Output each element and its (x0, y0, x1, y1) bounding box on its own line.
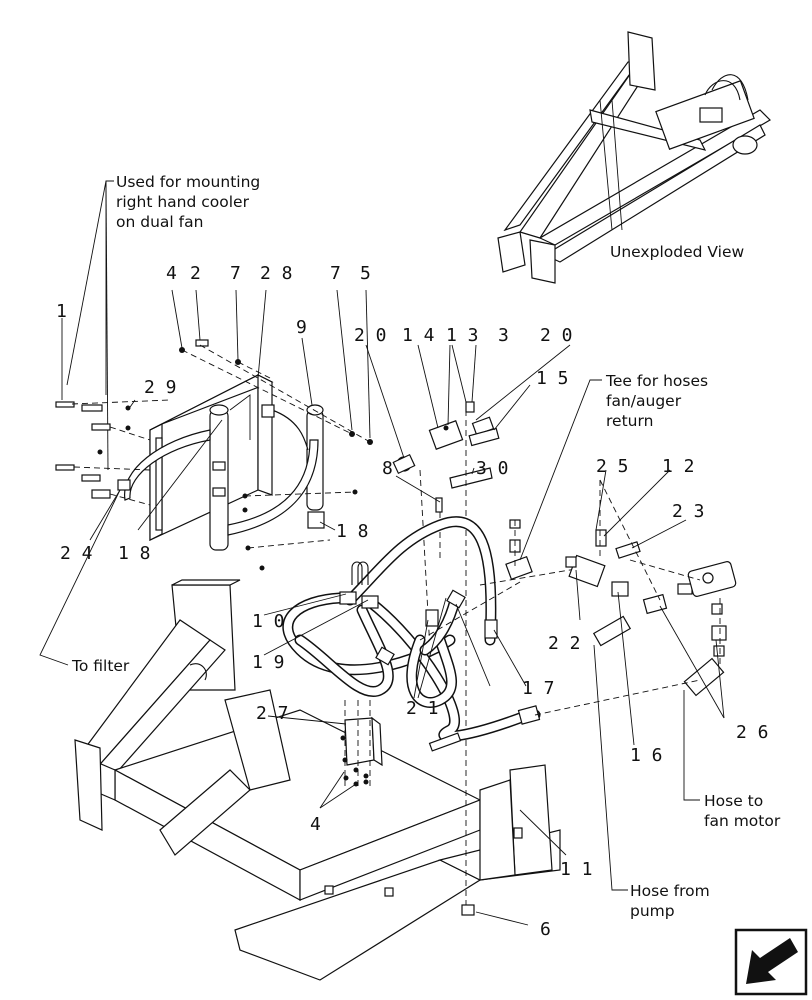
callout-3: 3 (498, 325, 509, 346)
callout-7-top: 7 (230, 263, 241, 284)
filter-note: To filter (71, 657, 130, 675)
fan-motor-note-line-1: Hose to (704, 792, 763, 810)
callout-13: 1 3 (446, 325, 479, 346)
right-fittings (534, 479, 737, 716)
cooler-fasteners (55, 339, 373, 571)
pump-note-line-1: Hose from (630, 882, 710, 900)
callout-10: 1 0 (252, 611, 285, 632)
mounting-note-line-1: Used for mounting (116, 173, 260, 191)
mounting-note: Used for mounting right hand cooler on d… (116, 173, 265, 231)
tee-note-line-2: fan/auger (606, 392, 682, 410)
callout-20-right: 2 0 (540, 325, 573, 346)
callout-15: 1 5 (536, 368, 569, 389)
callout-4-top: 4 (166, 263, 177, 284)
callout-6: 6 (540, 919, 551, 940)
callout-5: 5 (360, 263, 371, 284)
callout-11: 1 1 (560, 859, 593, 880)
callout-16: 1 6 (630, 745, 663, 766)
tee-note-line-3: return (606, 412, 653, 430)
mounting-note-line-3: on dual fan (116, 213, 203, 231)
oil-cooler (117, 374, 325, 551)
callout-30: 3 0 (476, 458, 509, 479)
fan-motor-note-line-2: fan motor (704, 812, 781, 830)
callout-18-right: 1 8 (336, 521, 369, 542)
leader-lines (61, 289, 725, 926)
tee-note: Tee for hoses fan/auger return (605, 372, 713, 430)
callout-24: 2 4 (60, 543, 93, 564)
pump-note-line-2: pump (630, 902, 675, 920)
mounting-note-line-2: right hand cooler (116, 193, 250, 211)
callout-29: 2 9 (144, 377, 177, 398)
callout-21: 2 1 (406, 698, 439, 719)
callout-22: 2 2 (548, 633, 581, 654)
callout-23: 2 3 (672, 501, 705, 522)
pump-note: Hose from pump (630, 882, 715, 920)
callout-27: 2 7 (256, 703, 289, 724)
arrow-left-down-icon[interactable] (734, 928, 808, 996)
callout-labels: 1 4 2 7 2 8 7 5 9 2 9 2 4 1 8 1 8 2 0 1 … (56, 263, 769, 940)
callout-20-left: 2 0 (354, 325, 387, 346)
callout-28: 2 8 (260, 263, 293, 284)
tee-note-line-1: Tee for hoses (605, 372, 708, 390)
callout-4-bottom: 4 (310, 814, 321, 835)
callout-26: 2 6 (736, 722, 769, 743)
callout-12: 1 2 (662, 456, 695, 477)
hydraulic-hoses (282, 516, 541, 742)
callout-18-left: 1 8 (118, 543, 151, 564)
callout-14: 1 4 (402, 325, 435, 346)
unexploded-view-label: Unexploded View (610, 243, 744, 261)
callout-8: 8 (382, 458, 393, 479)
callout-9: 9 (296, 317, 307, 338)
callout-7-right: 7 (330, 263, 341, 284)
fan-motor-note: Hose to fan motor (704, 792, 781, 830)
callout-19: 1 9 (252, 652, 285, 673)
callout-2: 2 (190, 263, 201, 284)
unexploded-view-illustration (497, 31, 771, 284)
note-pointers (39, 379, 700, 891)
callout-1: 1 (56, 301, 67, 322)
trailer-frame (74, 579, 561, 981)
callout-17: 1 7 (522, 678, 555, 699)
callout-25: 2 5 (596, 456, 629, 477)
